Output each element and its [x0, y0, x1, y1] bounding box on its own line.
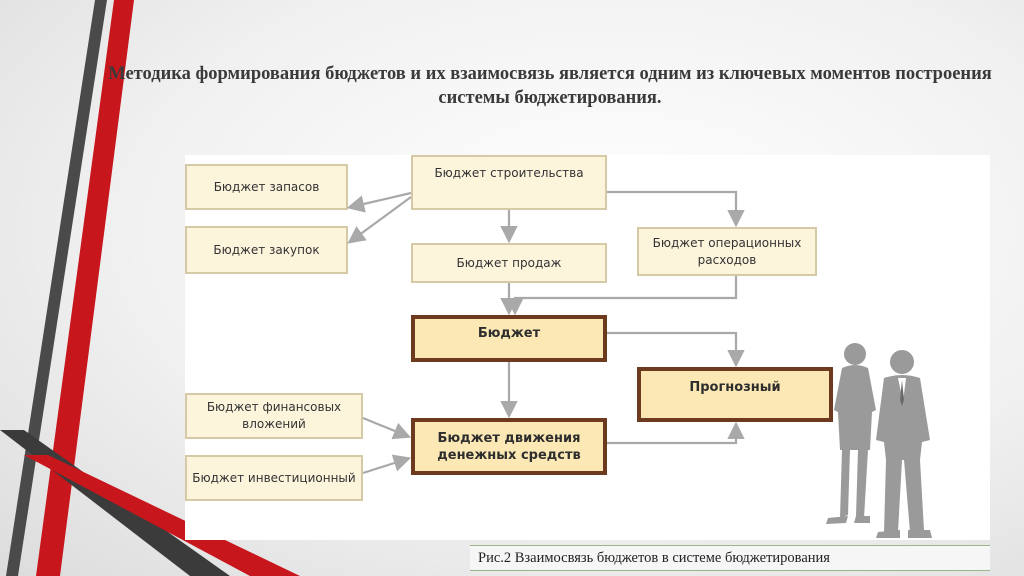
box-budget-operacionnyh: Бюджет операционных расходов: [637, 227, 817, 276]
box-budget-zapasov: Бюджет запасов: [185, 164, 348, 210]
business-people-illustration: [826, 343, 932, 538]
figure-caption: Рис.2 Взаимосвязь бюджетов в системе бюд…: [470, 545, 990, 571]
box-budget-finansovyh: Бюджет финансовых вложений: [185, 393, 363, 439]
slide-title: Методика формирования бюджетов и их взаи…: [108, 64, 992, 108]
box-budget-prodazh: Бюджет продаж: [411, 243, 607, 283]
box-budget-dds: Бюджет движения денежных средств: [411, 418, 607, 475]
box-budget-zakupok: Бюджет закупок: [185, 226, 348, 274]
box-budget-main: Бюджет: [411, 315, 607, 362]
box-budget-investicionnyi: Бюджет инвестиционный: [185, 455, 363, 501]
box-prognoznyi: Прогнозный: [637, 367, 833, 422]
box-budget-stroitelstva: Бюджет строительства: [411, 155, 607, 210]
